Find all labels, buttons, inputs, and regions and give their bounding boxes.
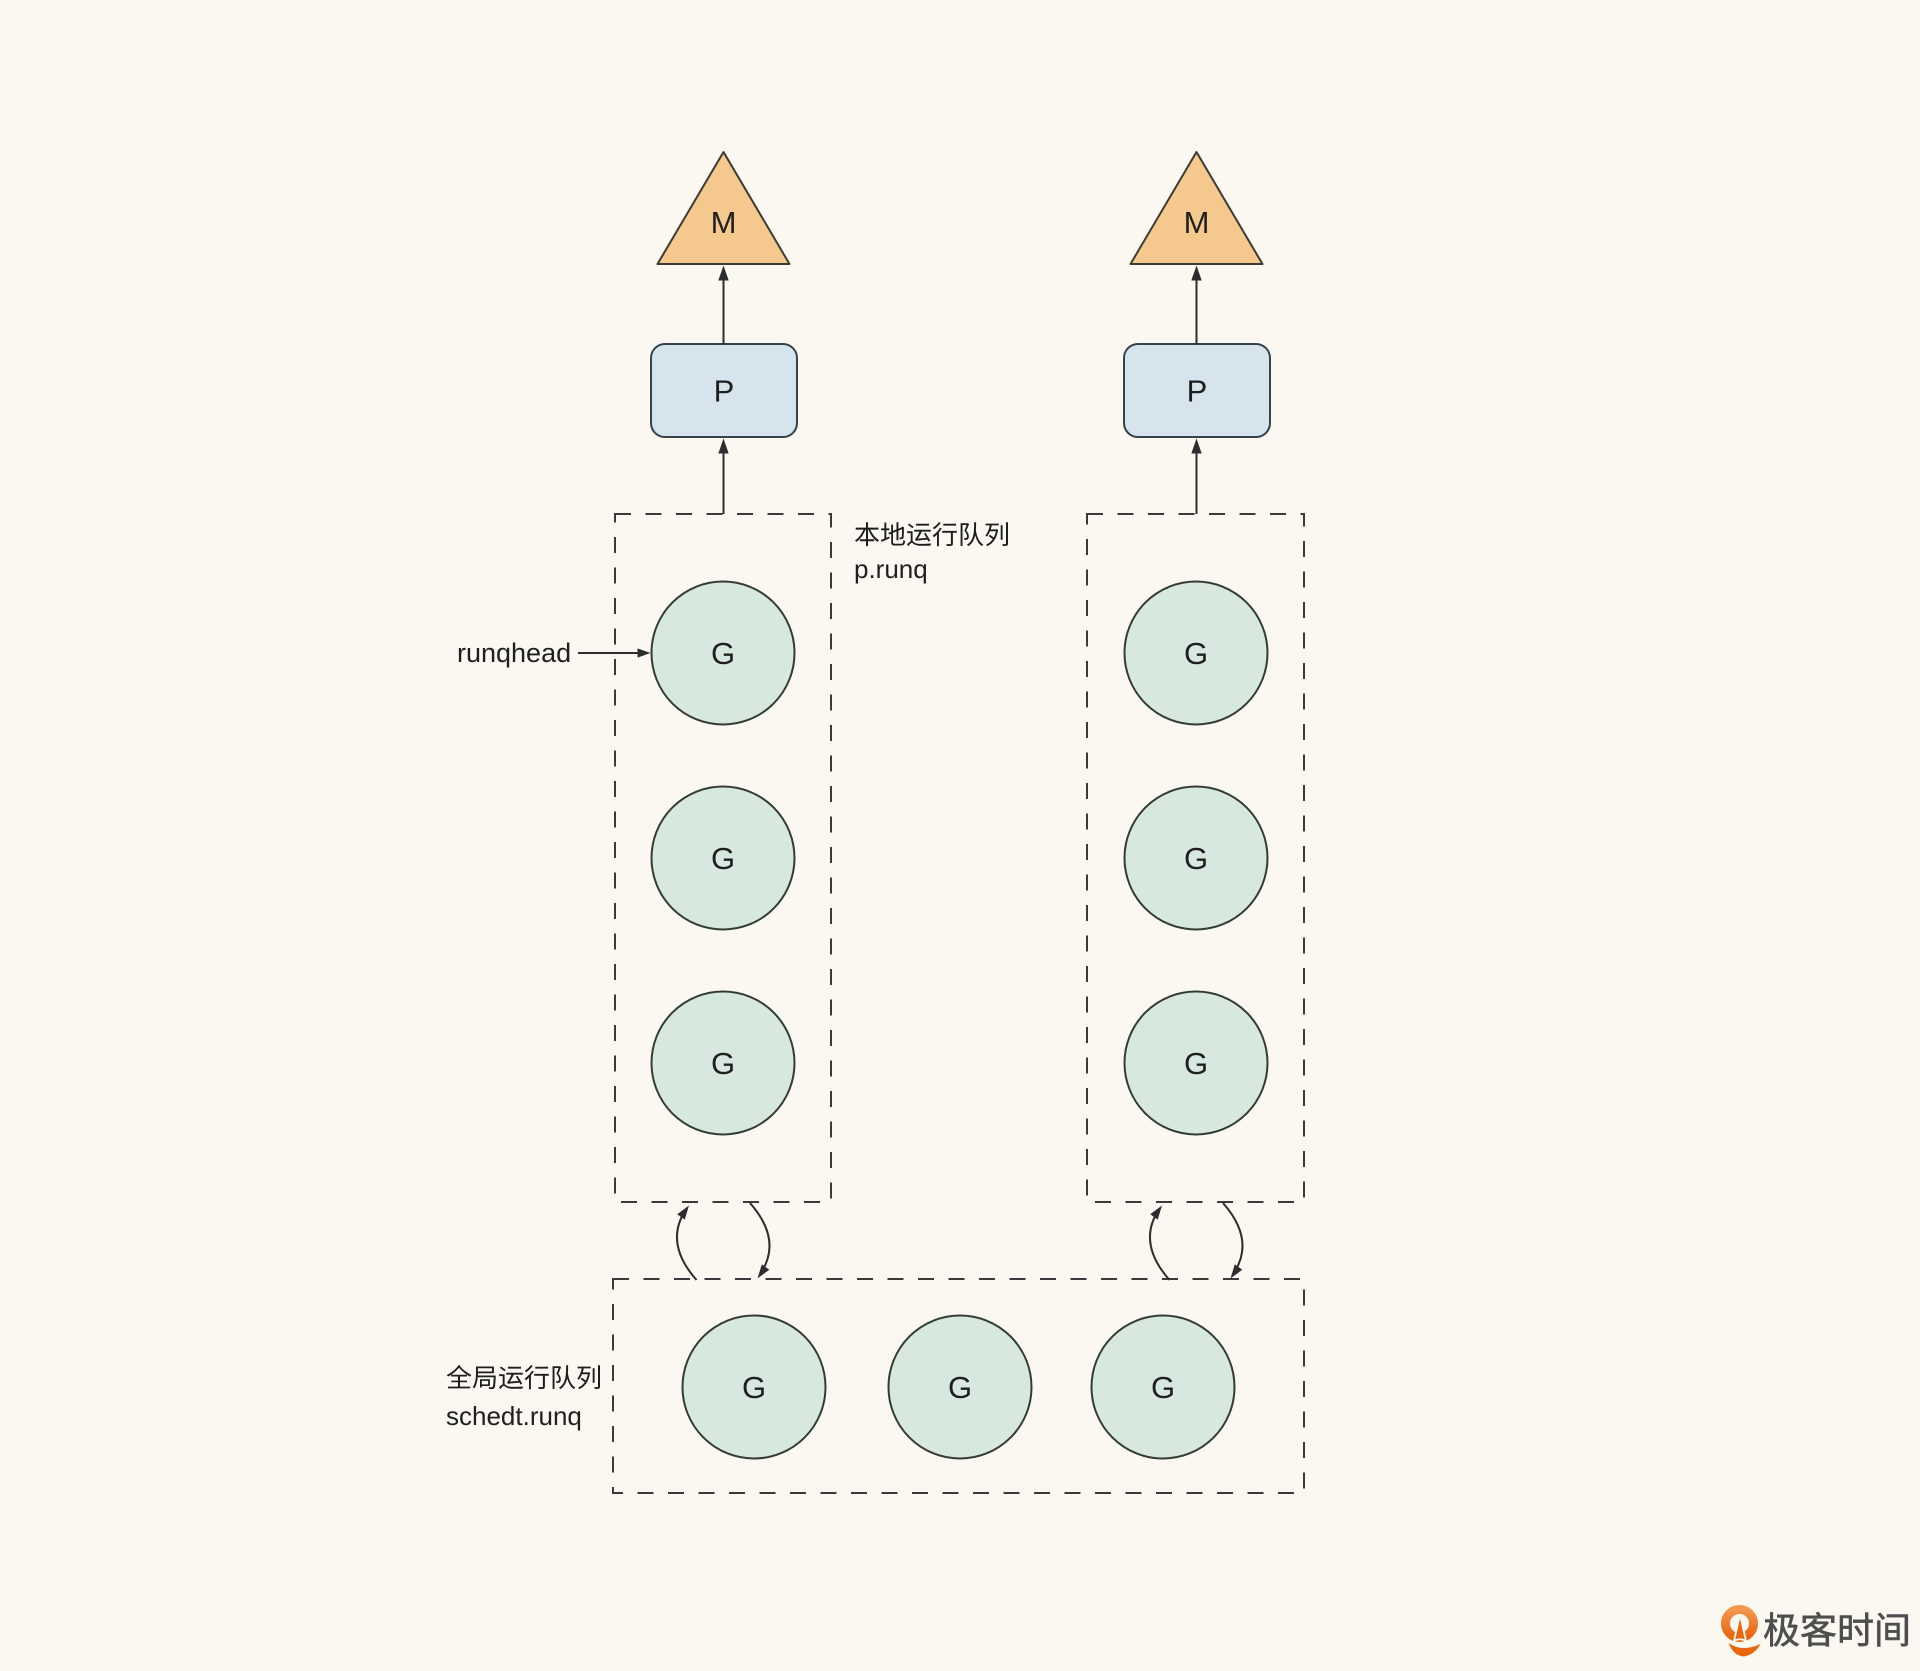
- svg-text:G: G: [711, 841, 735, 876]
- svg-text:P: P: [714, 374, 735, 409]
- svg-text:P: P: [1187, 374, 1208, 409]
- svg-text:G: G: [742, 1370, 766, 1405]
- svg-text:G: G: [1184, 841, 1208, 876]
- svg-text:p.runq: p.runq: [854, 554, 928, 584]
- svg-text:G: G: [1184, 1046, 1208, 1081]
- svg-text:G: G: [1184, 636, 1208, 671]
- svg-text:runqhead: runqhead: [457, 638, 571, 668]
- svg-text:G: G: [711, 1046, 735, 1081]
- svg-text:G: G: [948, 1370, 972, 1405]
- svg-text:schedt.runq: schedt.runq: [446, 1401, 582, 1431]
- svg-text:M: M: [711, 205, 737, 240]
- svg-text:G: G: [711, 636, 735, 671]
- svg-text:G: G: [1151, 1370, 1175, 1405]
- svg-text:M: M: [1184, 205, 1210, 240]
